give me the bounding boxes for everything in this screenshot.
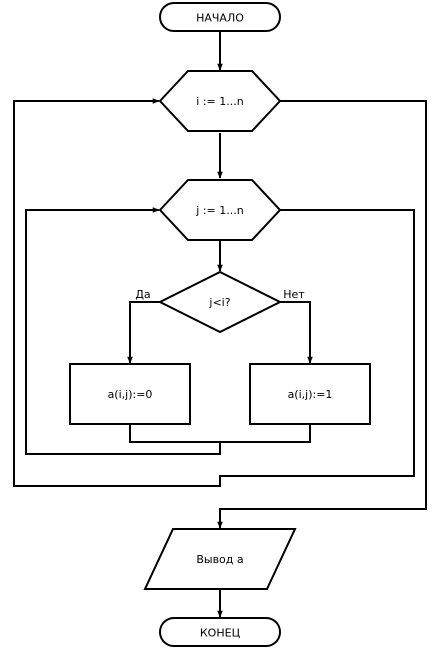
assign-one-shape [249,363,371,425]
connector-loop-i-return [13,98,415,487]
start-label: НАЧАЛО [196,12,244,25]
connector-condition-no [279,301,313,364]
connector-loop-j-return [25,207,221,455]
connector-branch-merge [129,425,311,443]
loop-j-label: j := 1...n [195,204,243,217]
assign-zero-label: a(i,j):=0 [108,388,153,401]
start-terminator: НАЧАЛО [159,2,281,32]
connector-condition-yes [127,301,161,364]
end-label: КОНЕЦ [200,627,241,640]
assign-zero-shape [69,363,191,425]
connector-loop-i-exit [217,100,427,529]
condition-shape [157,270,283,334]
assign-zero-block: a(i,j):=0 [69,363,191,425]
assign-one-label: a(i,j):=1 [288,388,333,401]
loop-i-block: i := 1...n [158,70,282,132]
loop-i-shape [158,70,282,132]
assign-one-block: a(i,j):=1 [249,363,371,425]
end-shape [159,617,281,647]
branch-no-label: Нет [283,288,305,301]
connectors [13,31,427,618]
output-label: Вывод a [196,553,243,566]
loop-j-block: j := 1...n [158,179,282,241]
loop-j-shape [158,179,282,241]
condition-block: j<i? Да Нет [135,270,305,334]
branch-yes-label: Да [135,288,150,301]
loop-i-label: i := 1...n [196,95,243,108]
end-terminator: КОНЕЦ [159,617,281,647]
output-shape [143,528,297,590]
start-shape [159,2,281,32]
output-block: Вывод a [143,528,297,590]
condition-label: j<i? [208,296,230,309]
